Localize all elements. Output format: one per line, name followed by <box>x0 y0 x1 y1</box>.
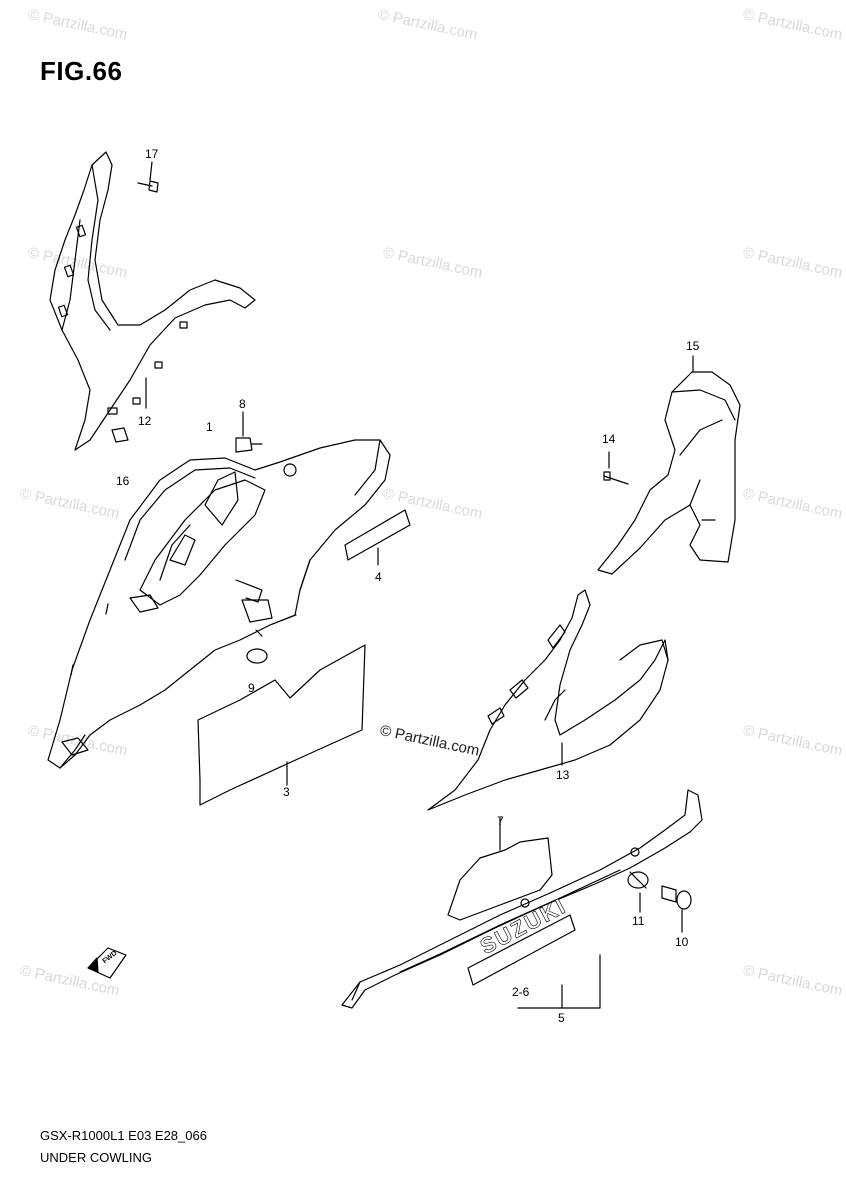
callout-17: 17 <box>145 147 159 161</box>
callout-5: 5 <box>558 1011 565 1025</box>
callout-10: 10 <box>675 935 689 949</box>
side-cover-part-15 <box>597 355 741 575</box>
callout-15: 15 <box>686 339 700 353</box>
callout-12: 12 <box>138 414 152 428</box>
callout-1: 1 <box>206 420 213 434</box>
callout-14: 14 <box>602 432 616 446</box>
section-title: UNDER COWLING <box>40 1150 152 1165</box>
sticker-part-4 <box>344 509 411 566</box>
callout-9: 9 <box>248 681 255 695</box>
grommet-part-11 <box>627 871 649 913</box>
callout-16: 16 <box>116 474 130 488</box>
screw-part-8 <box>235 411 263 453</box>
grommet-part-9 <box>235 579 273 664</box>
under-cowling-part-1 <box>47 439 391 769</box>
sheet-part-3 <box>197 644 366 806</box>
screw-part-17 <box>137 161 159 193</box>
sheet-part-7 <box>447 817 553 921</box>
callout-11: 11 <box>632 914 645 928</box>
callout-13: 13 <box>556 768 570 782</box>
suzuki-decal-part-2-6 <box>467 914 576 986</box>
callout-4: 4 <box>375 570 382 584</box>
lower-strip-part-5 <box>341 789 703 1009</box>
callout-7: 7 <box>497 814 504 828</box>
callout-8: 8 <box>239 397 246 411</box>
callout-3: 3 <box>283 785 290 799</box>
front-arrow <box>87 947 127 979</box>
bolt-part-10 <box>661 885 692 933</box>
figure-title: FIG.66 <box>40 56 123 86</box>
callout-2-6: 2-6 <box>512 985 530 999</box>
screw-part-14 <box>603 451 629 485</box>
inner-cowling-part-12 <box>49 151 256 451</box>
lower-cover-part-13 <box>427 589 669 811</box>
model-code: GSX-R1000L1 E03 E28_066 <box>40 1128 207 1143</box>
